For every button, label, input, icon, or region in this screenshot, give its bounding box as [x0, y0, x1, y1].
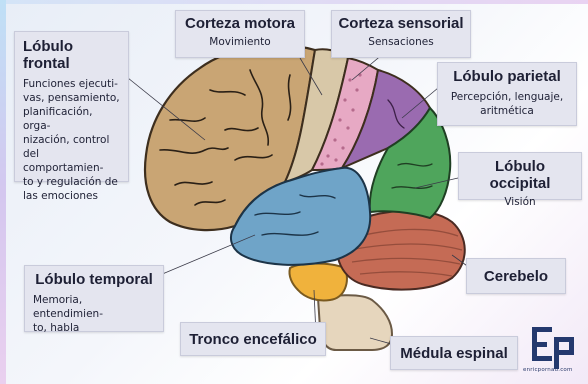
temporal-lobe-title: Lóbulo temporal [33, 271, 155, 288]
spinal-cord-title: Médula espinal [395, 345, 513, 362]
motor-cortex-title: Corteza motora [180, 15, 300, 32]
logo-site-text: enricpornau.com [523, 367, 573, 373]
frontal-lobe-card: Lóbulo frontal Funciones ejecuti- vas, p… [14, 31, 129, 182]
occipital-lobe-description: Visión [463, 195, 577, 209]
temporal-lobe-card: Lóbulo temporal Memoria, entendimien- to… [24, 265, 164, 332]
spinal-cord-region [318, 295, 392, 350]
spinal-cord-card: Médula espinal [390, 336, 518, 370]
occipital-lobe-title: Lóbulo occipital [463, 158, 577, 192]
motor-cortex-description: Movimiento [180, 35, 300, 49]
brainstem-card: Tronco encefálico [180, 322, 326, 356]
cerebellum-card: Cerebelo [466, 258, 566, 294]
sensory-cortex-description: Sensaciones [336, 35, 466, 49]
cerebellum-title: Cerebelo [471, 268, 561, 285]
parietal-lobe-title: Lóbulo parietal [442, 68, 572, 85]
sensory-cortex-card: Corteza sensorial Sensaciones [331, 10, 471, 58]
parietal-lobe-card: Lóbulo parietal Percepción, lenguaje, ar… [437, 62, 577, 126]
sensory-cortex-title: Corteza sensorial [336, 15, 466, 32]
motor-cortex-card: Corteza motora Movimiento [175, 10, 305, 58]
frontal-lobe-title: Lóbulo frontal [23, 38, 120, 72]
frontal-lobe-description: Funciones ejecuti- vas, pensamiento, pla… [23, 77, 120, 203]
parietal-lobe-description: Percepción, lenguaje, aritmética [442, 90, 572, 118]
brainstem-region [289, 264, 346, 301]
brainstem-title: Tronco encefálico [185, 331, 321, 348]
temporal-lobe-description: Memoria, entendimien- to, habla [33, 293, 155, 335]
occipital-lobe-card: Lóbulo occipital Visión [458, 152, 582, 200]
